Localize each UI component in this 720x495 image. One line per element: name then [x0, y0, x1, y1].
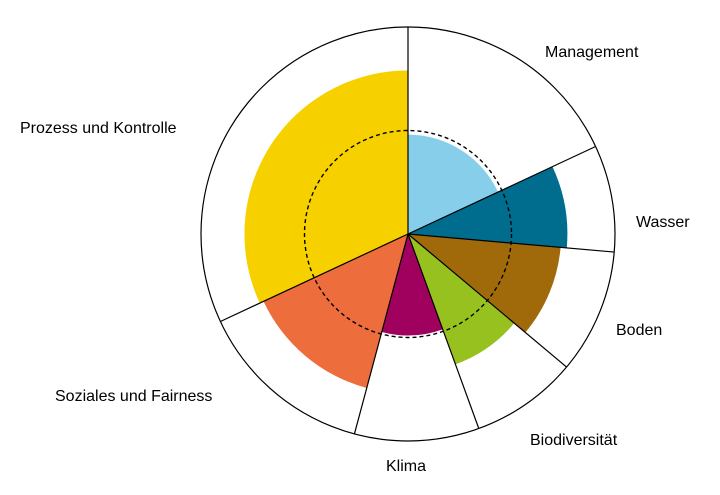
wedge-boden [408, 234, 561, 333]
label-klima: Klima [386, 458, 426, 475]
label-prozess: Prozess und Kontrolle [20, 120, 177, 137]
reference-circle [303, 129, 513, 339]
label-biodiversitat: Biodiversität [530, 432, 618, 449]
sector-boundary-line [407, 233, 480, 429]
sector-boundary-line [407, 145, 596, 235]
sector-boundary-line [407, 233, 567, 368]
label-boden: Boden [616, 322, 662, 339]
wedge-soziales-und-fairness [263, 234, 408, 388]
wedge-wasser [408, 166, 568, 248]
sector-boundary-line [220, 233, 409, 323]
wedge-layer [244, 70, 568, 388]
wedge-biodiversit-t [408, 234, 515, 365]
label-soziales: Soziales und Fairness [55, 388, 212, 405]
label-management: Management [545, 44, 639, 61]
sector-boundary-line [353, 233, 409, 435]
sector-layer [220, 27, 615, 435]
wedge-management [408, 134, 499, 234]
wedge-klima [381, 234, 443, 336]
label-wasser: Wasser [636, 214, 690, 231]
wedge-prozess-und-kontrolle [244, 70, 408, 304]
sector-boundary-line [407, 233, 615, 253]
